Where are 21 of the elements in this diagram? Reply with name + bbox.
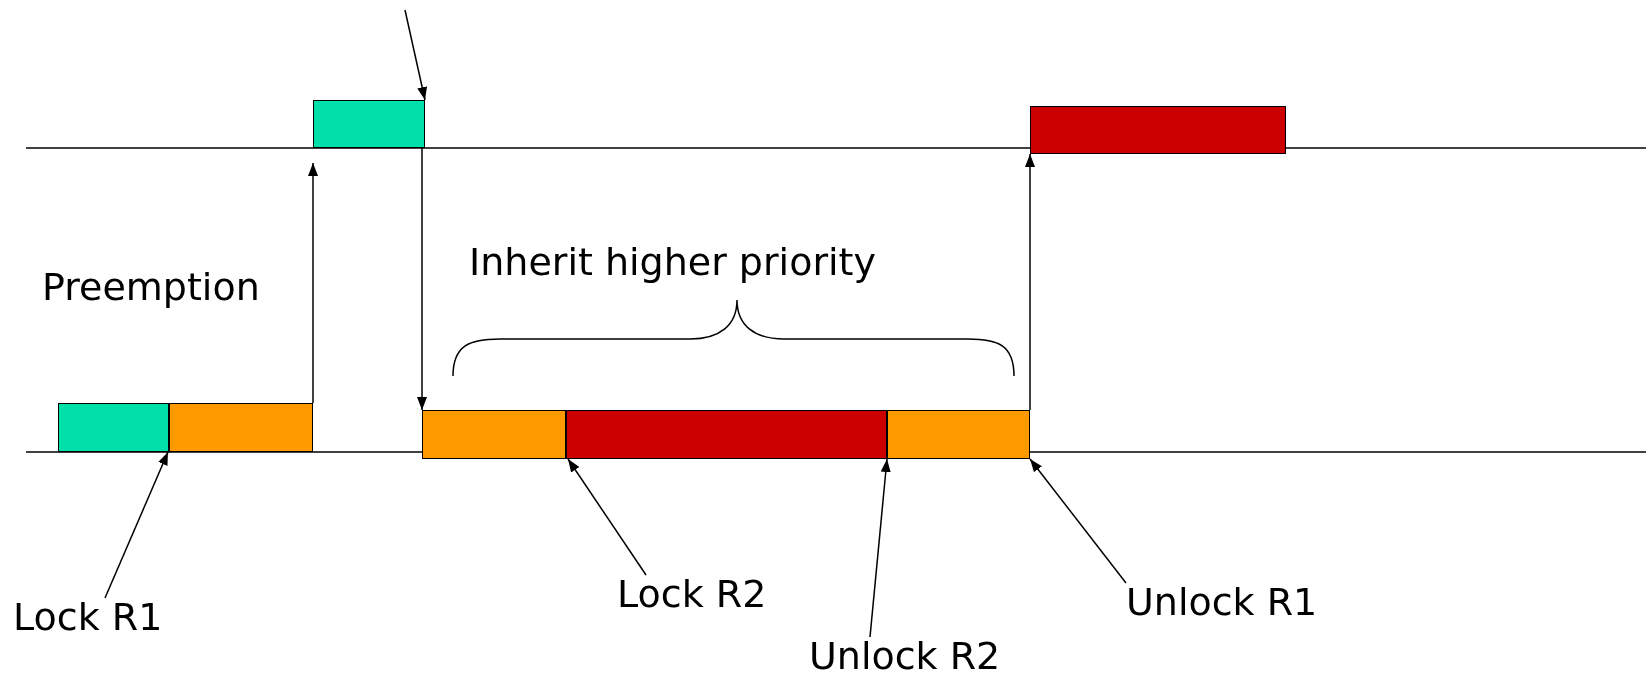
annotation-text: Preemption <box>42 268 260 306</box>
leader-line <box>1029 458 1127 584</box>
arrow <box>417 147 427 411</box>
arrow <box>1025 153 1035 411</box>
leader-line <box>869 458 891 638</box>
task-bar <box>1030 106 1286 154</box>
arrow <box>308 162 318 404</box>
event-label: Lock R2 <box>617 575 767 613</box>
task-bar <box>887 410 1030 459</box>
task-bar <box>313 100 425 148</box>
event-label: Unlock R1 <box>1126 583 1318 621</box>
arrow <box>404 9 428 101</box>
task-bar <box>422 410 566 459</box>
leader-line <box>104 451 169 599</box>
annotation-text: Inherit higher priority <box>469 243 876 281</box>
event-label: Unlock R2 <box>809 637 1001 675</box>
task-bar <box>566 410 887 459</box>
task-bar <box>169 403 313 452</box>
task-bar <box>58 403 169 452</box>
event-label: Lock R1 <box>13 598 163 636</box>
leader-line <box>567 458 647 576</box>
